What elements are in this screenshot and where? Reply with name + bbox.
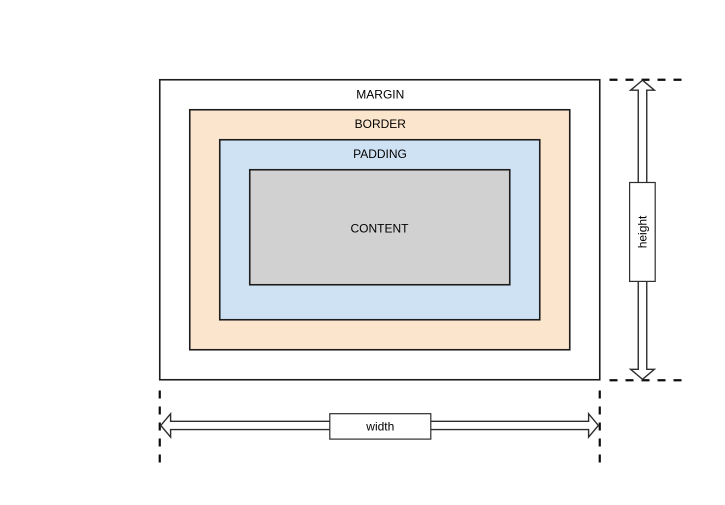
margin-label: MARGIN: [356, 87, 404, 101]
width-label: width: [365, 419, 394, 433]
padding-label: PADDING: [353, 147, 407, 161]
height-label: height: [636, 215, 650, 248]
width-label-box: [329, 413, 432, 440]
content-box: [248, 168, 511, 286]
height-label-box: [628, 181, 656, 283]
content-label: CONTENT: [351, 222, 410, 236]
border-label: BORDER: [355, 117, 407, 131]
